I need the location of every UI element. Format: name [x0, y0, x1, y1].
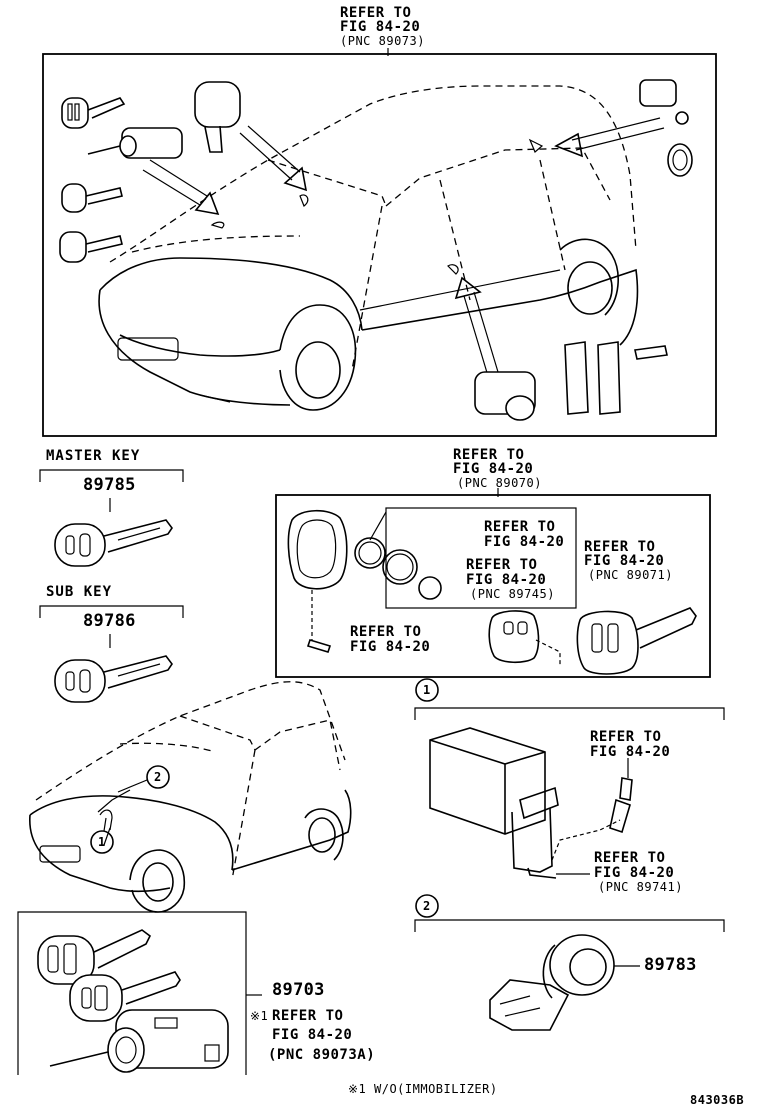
- sub-key-part-number: 89786: [83, 611, 136, 631]
- master-key-bracket: [39, 469, 184, 482]
- callout-circle-2-car: [146, 765, 170, 789]
- refer-b-line1: REFER TO: [466, 557, 538, 573]
- refer-b-line3: (PNC 89745): [470, 587, 555, 601]
- callout-2-section-label: 2: [423, 899, 431, 913]
- refer-d-line1: REFER TO: [350, 624, 422, 640]
- section2-bracket: [414, 919, 725, 932]
- transponder-amplifier: [489, 934, 640, 1031]
- section1-refer-b-line1: REFER TO: [594, 850, 666, 866]
- kit-refer-line2: FIG 84-20: [272, 1027, 353, 1043]
- callout-circle-1-car: [90, 830, 114, 854]
- immobilizer-ecu: [429, 727, 633, 879]
- section1-refer-a-line2: FIG 84-20: [590, 744, 671, 760]
- refer-c-line1: REFER TO: [584, 539, 656, 555]
- callout-circle-2-section: [415, 894, 439, 918]
- transmitter-refer-line1: REFER TO: [453, 447, 525, 463]
- vehicle-illustration-small: [29, 681, 352, 913]
- door-lock-parts: [210, 79, 693, 421]
- kit-refer-line3: (PNC 89073A): [268, 1047, 376, 1063]
- section1-bracket: [414, 707, 725, 720]
- callout-1-section-label: 1: [423, 683, 431, 697]
- top-refer-line2: FIG 84-20: [340, 19, 421, 35]
- master-key-illustration: [54, 519, 173, 567]
- top-refer-line1: REFER TO: [340, 5, 412, 21]
- section1-refer-b-line2: FIG 84-20: [594, 865, 675, 881]
- section1-refer-a-line1: REFER TO: [590, 729, 662, 745]
- refer-a-line2: FIG 84-20: [484, 534, 565, 550]
- refer-b-line2: FIG 84-20: [466, 572, 547, 588]
- key-cylinder-kit: [37, 929, 262, 1073]
- refer-d-line2: FIG 84-20: [350, 639, 431, 655]
- key-set-top-left: [59, 81, 241, 263]
- vehicle-illustration-large: [98, 85, 639, 411]
- callout-1-car-label: 1: [98, 835, 106, 849]
- transmitter-refer-line3: (PNC 89070): [457, 476, 542, 490]
- kit-refer-line1: REFER TO: [272, 1008, 344, 1024]
- callout-circle-1-section: [415, 678, 439, 702]
- refer-c-line3: (PNC 89071): [588, 568, 673, 582]
- refer-a-line1: REFER TO: [484, 519, 556, 535]
- kit-note-mark: ※1: [250, 1009, 269, 1023]
- transmitter-frame: [275, 494, 711, 678]
- section1-refer-b-line3: (PNC 89741): [598, 880, 683, 894]
- kit-frame: [17, 911, 247, 1075]
- master-key-title: MASTER KEY: [46, 448, 141, 464]
- callout-2-car-label: 2: [154, 770, 162, 784]
- top-frame: [42, 53, 717, 437]
- master-key-part-number: 89785: [83, 475, 136, 495]
- kit-part-number: 89703: [272, 980, 325, 1000]
- footnote: ※1 W/O(IMMOBILIZER): [348, 1082, 498, 1096]
- pointer-arrows-top: [142, 117, 665, 377]
- transmitter-refer-line2: FIG 84-20: [453, 461, 534, 477]
- sub-key-illustration: [54, 655, 173, 703]
- section2-part-number: 89783: [644, 955, 697, 975]
- refer-c-line2: FIG 84-20: [584, 553, 665, 569]
- top-refer-line3: (PNC 89073): [340, 34, 425, 48]
- sub-key-bracket: [39, 605, 184, 618]
- sub-key-title: SUB KEY: [46, 584, 113, 600]
- figure-code: 843036B: [690, 1093, 745, 1107]
- transmitter-parts: [287, 509, 697, 675]
- callout-markers: [90, 678, 439, 918]
